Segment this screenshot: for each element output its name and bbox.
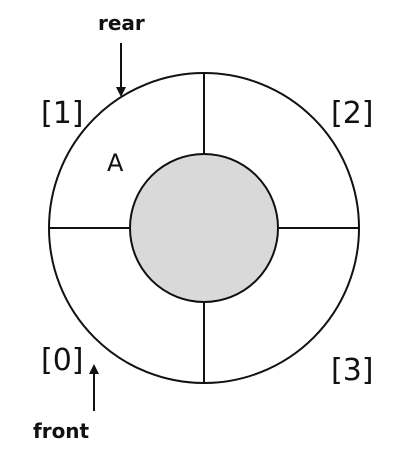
slot-1-value: A: [107, 149, 124, 177]
front-label: front: [33, 419, 90, 443]
slot-index-0: [0]: [41, 343, 84, 378]
rear-label: rear: [98, 11, 145, 35]
slot-index-2: [2]: [331, 96, 374, 131]
slot-index-3: [3]: [331, 353, 374, 388]
inner-hub: [129, 153, 279, 303]
slot-index-1: [1]: [41, 96, 84, 131]
